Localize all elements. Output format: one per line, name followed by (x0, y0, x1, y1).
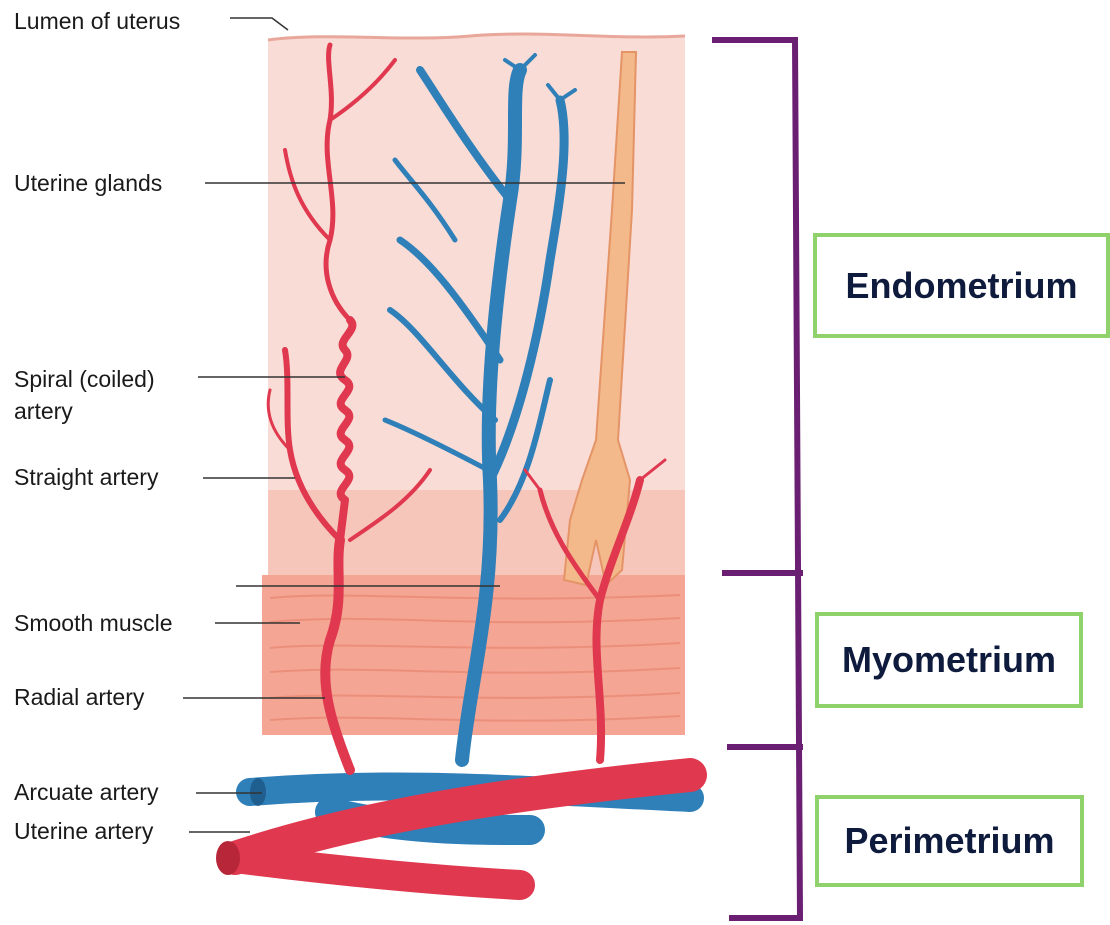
label-spiral-artery-line2: artery (14, 398, 73, 425)
endometrium-box: Endometrium (813, 233, 1110, 338)
myometrium-label: Myometrium (842, 639, 1056, 681)
label-smooth-muscle: Smooth muscle (14, 610, 173, 637)
perimetrium-label: Perimetrium (844, 820, 1054, 862)
arcuate-vein-end (250, 778, 266, 806)
layer-bracket (715, 40, 800, 918)
label-uterine-glands: Uterine glands (14, 170, 162, 197)
label-lumen-of-uterus: Lumen of uterus (14, 8, 180, 35)
perimetrium-box: Perimetrium (815, 795, 1084, 887)
label-uterine-artery: Uterine artery (14, 818, 153, 845)
label-straight-artery: Straight artery (14, 464, 158, 491)
uterine-artery-end (216, 841, 240, 875)
myometrium-box: Myometrium (815, 612, 1083, 708)
endometrium-label: Endometrium (845, 265, 1077, 307)
label-radial-artery: Radial artery (14, 684, 144, 711)
label-spiral-artery-line1: Spiral (coiled) (14, 366, 155, 393)
label-arcuate-artery: Arcuate artery (14, 779, 158, 806)
